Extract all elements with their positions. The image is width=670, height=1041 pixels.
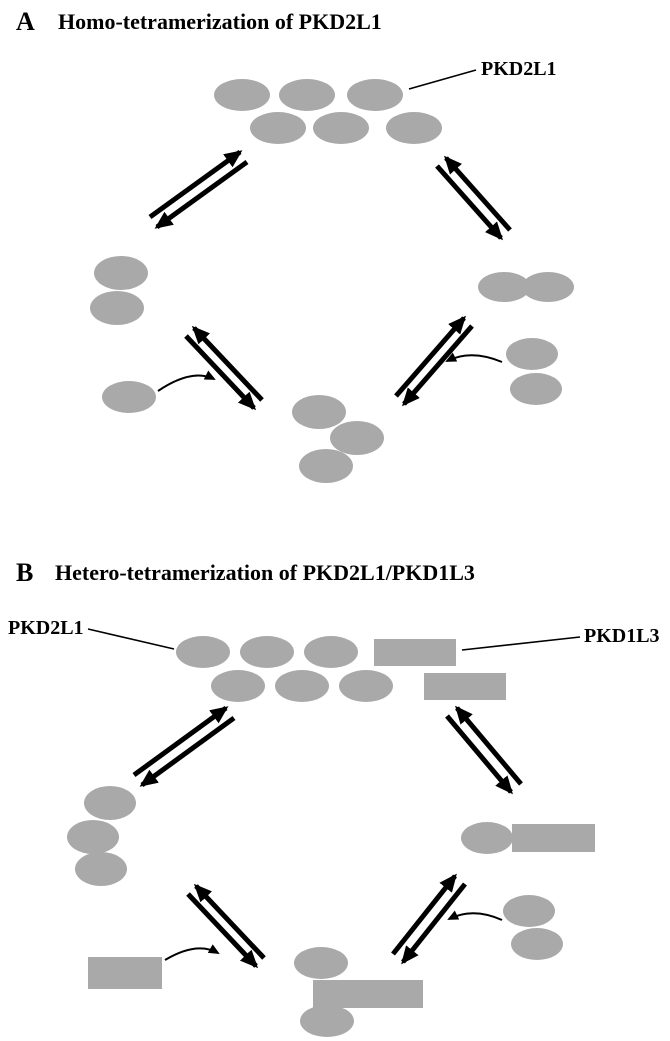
pkd2l1-subunit	[279, 79, 335, 111]
pkd1l3-callout-label-b: PKD1L3	[584, 625, 660, 647]
equilibrium-arrow	[444, 155, 512, 232]
pkd2l1-subunit	[347, 79, 403, 111]
pkd2l1-subunit	[511, 928, 563, 960]
panel-a-title: Homo-tetramerization of PKD2L1	[58, 9, 382, 34]
tetramer-complex-a	[214, 79, 442, 144]
pkd2l1-subunit	[313, 112, 369, 144]
panel-a-label: A	[16, 7, 35, 36]
pkd2l1-subunit	[214, 79, 270, 111]
pkd1l3-subunit	[424, 673, 506, 700]
pkd2l1-subunit	[478, 272, 530, 302]
equilibrium-arrows-upper-left-b	[132, 705, 236, 788]
pkd2l1-monomer-a	[102, 381, 156, 413]
pkd2l1-subunit	[294, 947, 348, 979]
trimer-bottom-a	[292, 395, 384, 483]
pkd2l1-subunit	[299, 449, 353, 483]
equilibrium-arrows-upper-left-a	[148, 149, 249, 230]
equilibrium-arrow	[394, 315, 466, 398]
pkd2l1-callout-line-a	[408, 69, 477, 90]
pkd2l1-subunit	[67, 820, 119, 854]
dimer-addition-arrow-b	[447, 910, 503, 921]
pkd1l3-subunit	[374, 639, 456, 666]
panel-b-title: Hetero-tetramerization of PKD2L1/PKD1L3	[55, 560, 475, 585]
pkd2l1-subunit	[176, 636, 230, 668]
equilibrium-arrow	[391, 873, 457, 956]
pkd2l1-subunit	[300, 1005, 354, 1037]
pkd2l1-subunit	[503, 895, 555, 927]
pkd2l1-subunit	[250, 112, 306, 144]
equilibrium-arrow	[139, 715, 236, 788]
dimer-left-a	[90, 256, 148, 325]
panel-a: A Homo-tetramerization of PKD2L1 PKD2L1	[16, 7, 574, 483]
pkd2l1-subunit	[461, 822, 513, 854]
panel-b: B Hetero-tetramerization of PKD2L1/PKD1L…	[8, 558, 660, 1037]
equilibrium-arrow	[445, 714, 513, 795]
equilibrium-arrows-lower-right-a	[394, 315, 474, 407]
pkd2l1-callout-label-b: PKD2L1	[8, 617, 84, 639]
pkd2l1-subunit	[292, 395, 346, 429]
equilibrium-arrow	[148, 149, 243, 220]
pkd2l1-subunit	[94, 256, 148, 290]
equilibrium-arrow	[184, 334, 257, 411]
equilibrium-arrows-lower-left-b	[186, 883, 266, 969]
pkd2l1-subunit	[90, 291, 144, 325]
pkd2l1-subunit	[339, 670, 393, 702]
pkd2l1-subunit	[522, 272, 574, 302]
pkd1l3-callout-line-b	[461, 636, 581, 651]
equilibrium-arrow	[132, 705, 229, 778]
monomer-addition-arrow-b	[164, 944, 220, 961]
monomer-addition-arrow-a	[157, 370, 216, 392]
pkd1l3-subunit	[512, 824, 595, 852]
equilibrium-arrows-lower-left-a	[184, 325, 264, 411]
pkd2l1-subunit	[304, 636, 358, 668]
dimer-right-lower-a	[506, 338, 562, 405]
pkd2l1-subunit	[84, 786, 136, 820]
pkd2l1-subunit	[506, 338, 558, 370]
equilibrium-arrows-upper-right-b	[445, 705, 523, 795]
pkd1l3-monomer-b	[88, 957, 162, 989]
pkd2l1-subunit	[386, 112, 442, 144]
dimer-right-lower-b	[503, 895, 563, 960]
equilibrium-arrow	[186, 892, 259, 969]
trimer-left-b	[67, 786, 136, 886]
panel-b-label: B	[16, 558, 33, 587]
pkd2l1-subunit	[240, 636, 294, 668]
pkd2l1-subunit	[510, 373, 562, 405]
pkd2l1-callout-label-a: PKD2L1	[481, 58, 557, 80]
pkd2l1-subunit	[275, 670, 329, 702]
pkd2l1-subunit	[75, 852, 127, 886]
equilibrium-arrows-upper-right-a	[435, 155, 512, 241]
equilibrium-arrow	[193, 883, 266, 960]
hetero-tetramer-complex-b	[176, 636, 506, 702]
equilibrium-arrow	[401, 882, 467, 965]
pkd2l1-subunit	[330, 421, 384, 455]
pkd1l3-subunit	[313, 980, 423, 1008]
equilibrium-arrow	[455, 705, 523, 786]
equilibrium-arrow	[435, 164, 503, 241]
equilibrium-arrows-lower-right-b	[391, 873, 467, 965]
equilibrium-arrow	[191, 325, 264, 402]
pkd2l1-callout-line-b	[87, 628, 175, 650]
pkd2l1-subunit	[211, 670, 265, 702]
hetero-dimer-right-b	[461, 822, 595, 854]
equilibrium-arrow	[154, 159, 249, 230]
equilibrium-arrow	[402, 324, 474, 407]
dimer-addition-arrow-a	[445, 352, 503, 363]
dimer-right-a	[478, 272, 574, 302]
hetero-trimer-bottom-b	[294, 947, 423, 1037]
